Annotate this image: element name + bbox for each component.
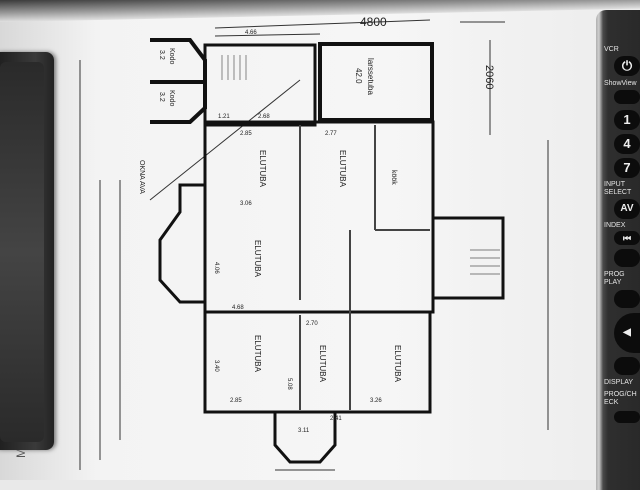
bay-west	[158, 183, 205, 304]
av-button[interactable]: AV	[614, 199, 640, 219]
garage-walls	[318, 42, 434, 122]
display-button[interactable]	[614, 357, 640, 375]
dim-label: 2.70	[306, 321, 318, 327]
showview-label: ShowView	[604, 80, 637, 87]
stop-button[interactable]	[614, 249, 640, 267]
room-label-5: ELUTUBA	[318, 345, 327, 383]
dim-label: 3.06	[240, 201, 252, 207]
skip-back-button[interactable]: ⏮	[614, 231, 640, 245]
dim-label: 2.41	[330, 416, 342, 422]
leader-line	[149, 79, 301, 201]
kodo-bottom-area: 3.2	[158, 92, 165, 102]
dim-label: 2.85	[240, 131, 252, 137]
left-note: OKNA AVA	[138, 160, 145, 194]
dark-object-left	[0, 52, 54, 450]
display-label: DISPLAY	[604, 379, 634, 386]
left-arrow-button[interactable]: ◀	[614, 313, 640, 353]
index-label: INDEX	[604, 222, 626, 229]
entry-walls	[203, 43, 317, 127]
dim-line-top	[214, 19, 431, 29]
kitchen-label: köök	[390, 170, 397, 185]
power-button[interactable]: ⏻	[614, 56, 640, 76]
kodo-bottom-label: Kodo	[168, 90, 175, 106]
dim-label: 2.77	[325, 131, 337, 137]
plan-mark	[299, 125, 430, 410]
input-select-label: INPUT SELECT	[604, 181, 632, 196]
garage-area: 42.0	[354, 68, 363, 84]
dim-label: 4.06	[213, 262, 219, 274]
dim-2060: 2060	[483, 65, 495, 89]
dim-label: 2.68	[258, 114, 270, 120]
floor-plan-drawing: 4800 4.66 2060 larssetuba 42.0 Kodo 3.2 …	[79, 15, 549, 471]
garage-label: larssetuba	[366, 58, 375, 95]
dim-label: 1.21	[218, 114, 230, 120]
room-label-2: ELUTUBA	[338, 150, 347, 188]
dim-label: 3.11	[298, 428, 310, 434]
plan-mark: 4800 4.66 2060 larssetuba 42.0 Kodo 3.2 …	[138, 15, 495, 434]
prog-check-label: PROG/CHECK	[604, 391, 637, 406]
bay-south	[273, 412, 337, 464]
kodo-top-area: 3.2	[158, 50, 165, 60]
dim-line-top-2	[214, 33, 321, 37]
prog-play-button[interactable]	[614, 290, 640, 308]
plan-mark	[79, 19, 549, 471]
plan-mark	[150, 38, 505, 464]
room-label-6: ELUTUBA	[393, 345, 402, 383]
room-label-1: ELUTUBA	[258, 150, 267, 188]
lower-walls	[203, 310, 432, 414]
main-walls	[203, 120, 435, 314]
button-7[interactable]: 7	[614, 158, 640, 178]
dim-label: 2.85	[230, 398, 242, 404]
button-4[interactable]: 4	[614, 134, 640, 154]
dim-top-small: 4.66	[245, 30, 257, 36]
room-label-4: ELUTUBA	[253, 335, 262, 373]
dim-label: 3.40	[213, 360, 219, 372]
dim-label: 3.26	[370, 398, 382, 404]
dim-4800: 4800	[360, 15, 387, 29]
dim-label: 4.68	[232, 305, 244, 311]
room-label-3: ELUTUBA	[253, 240, 262, 278]
plan-mark	[221, 55, 500, 275]
showview-button[interactable]	[614, 90, 640, 104]
dim-label: 5.08	[286, 378, 292, 390]
button-1[interactable]: 1	[614, 110, 640, 130]
vcr-label: VCR	[604, 46, 619, 53]
prog-check-button[interactable]	[614, 411, 640, 423]
prog-play-label: PROG PLAY	[604, 271, 625, 286]
kodo-top-label: Kodo	[168, 48, 175, 64]
stair-walls	[431, 216, 505, 300]
